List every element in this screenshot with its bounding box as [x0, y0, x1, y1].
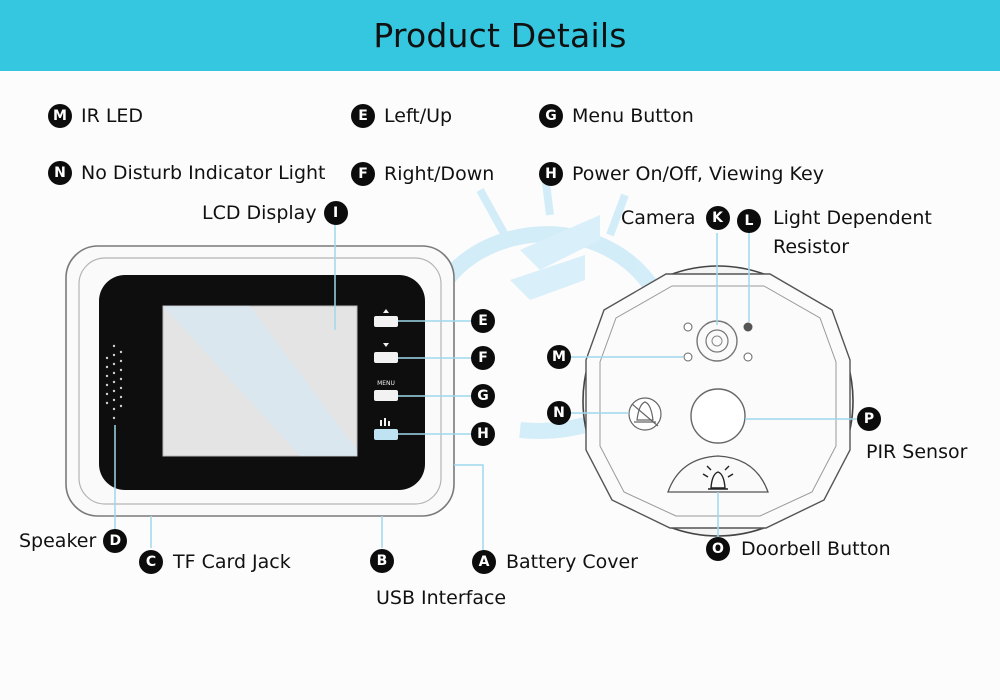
ldr-label-line1: Light Dependent [773, 207, 932, 229]
ir-led [683, 322, 693, 332]
pir-sensor [690, 388, 746, 444]
legend-item-menu: G Menu Button [539, 104, 694, 128]
badge-n: N [48, 161, 72, 185]
badge-g: G [471, 384, 495, 408]
badge-h: H [539, 162, 563, 186]
menu-button[interactable] [374, 390, 398, 401]
legend-text: IR LED [81, 105, 144, 127]
badge-c: C [139, 550, 163, 574]
doorbell-body [582, 265, 854, 537]
legend-item-left-up: E Left/Up [351, 104, 452, 128]
badge-m: M [48, 104, 72, 128]
badge-g: G [539, 104, 563, 128]
badge-h: H [471, 422, 495, 446]
down-arrow-icon [383, 343, 389, 347]
callout-text: Camera [621, 207, 696, 229]
callout-text: Doorbell Button [741, 538, 891, 560]
callout-doorbell-button: O Doorbell Button [706, 537, 891, 561]
badge-k: K [705, 206, 730, 230]
callout-battery-cover: A Battery Cover [472, 550, 638, 574]
up-arrow-icon [383, 309, 389, 313]
speaker-grille [105, 344, 123, 420]
badge-m: M [547, 345, 571, 369]
badge-d: D [103, 529, 128, 553]
power-icon [380, 418, 390, 426]
no-disturb-bell-icon [628, 397, 662, 431]
callout-speaker: Speaker D [19, 529, 128, 553]
monitor-leader-lines [114, 224, 484, 550]
legend-text: Menu Button [572, 105, 694, 127]
right-down-button[interactable] [374, 352, 398, 363]
badge-i: I [323, 201, 348, 225]
callout-doorbell-n: N [547, 401, 571, 425]
callout-ldr-badge: L [737, 209, 761, 233]
light-dependent-resistor [743, 322, 753, 332]
monitor-buttons: MENU [374, 309, 398, 440]
badge-e: E [351, 104, 375, 128]
callout-monitor-f: F [471, 346, 495, 370]
legend-item-power: H Power On/Off, Viewing Key [539, 162, 824, 186]
callout-text: LCD Display [202, 202, 317, 224]
badge-f: F [351, 162, 375, 186]
legend-item-right-down: F Right/Down [351, 162, 494, 186]
doorbell-bell-icon [702, 465, 734, 490]
callout-monitor-e: E [471, 309, 495, 333]
pir-sensor-label: PIR Sensor [866, 441, 968, 463]
badge-f: F [471, 346, 495, 370]
legend-text: Right/Down [384, 163, 495, 185]
callout-monitor-g: G [471, 384, 495, 408]
header-banner: Product Details [0, 0, 1000, 71]
menu-button-label: MENU [377, 380, 395, 387]
doorbell-button[interactable] [667, 455, 769, 493]
legend-text: No Disturb Indicator Light [81, 162, 326, 184]
ir-led [743, 352, 753, 362]
camera-lens [696, 320, 738, 362]
legend-item-ir-led: M IR LED [48, 104, 143, 128]
legend-item-no-disturb: N No Disturb Indicator Light [48, 161, 326, 185]
callout-pir-badge: P [857, 407, 881, 431]
badge-p: P [857, 407, 881, 431]
power-button[interactable] [374, 429, 398, 440]
badge-e: E [471, 309, 495, 333]
badge-a: A [472, 550, 496, 574]
ldr-label-line2: Resistor [773, 236, 849, 258]
legend-text: Power On/Off, Viewing Key [572, 163, 824, 185]
left-up-button[interactable] [374, 316, 398, 327]
monitor-inner-frame [78, 257, 442, 505]
callout-text: Battery Cover [506, 551, 638, 573]
doorbell-leader-lines [568, 233, 857, 538]
callout-monitor-h: H [471, 422, 495, 446]
callout-doorbell-m: M [547, 345, 571, 369]
badge-o: O [706, 537, 730, 561]
badge-n: N [547, 401, 571, 425]
legend-text: Left/Up [384, 105, 453, 127]
callout-camera: Camera K [621, 206, 730, 230]
badge-l: L [737, 209, 761, 233]
callout-usb-badge: B [370, 549, 394, 573]
callout-lcd-display: LCD Display I [202, 201, 348, 225]
callout-text: TF Card Jack [173, 551, 291, 573]
ir-led [683, 352, 693, 362]
badge-b: B [370, 549, 394, 573]
callout-text: Speaker [19, 530, 97, 552]
lcd-glare [163, 306, 357, 456]
page-title: Product Details [373, 16, 627, 55]
callout-tf-card-jack: C TF Card Jack [139, 550, 291, 574]
usb-interface-label: USB Interface [376, 587, 507, 609]
